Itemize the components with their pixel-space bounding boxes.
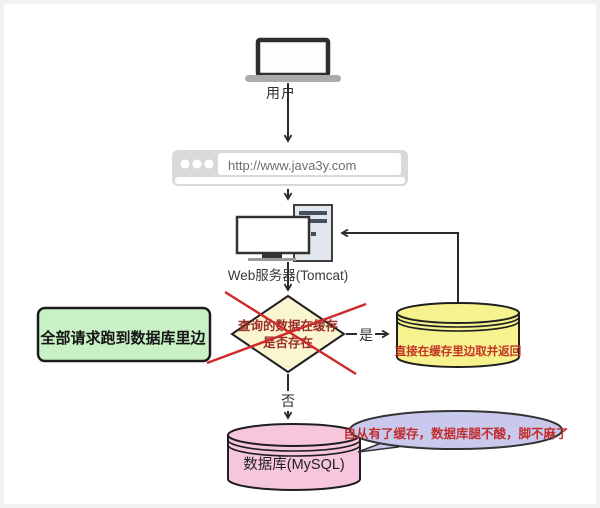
database-label: 数据库(MySQL): [243, 457, 345, 473]
no-branch-label: 否: [279, 391, 297, 411]
database-cylinder: [227, 423, 361, 491]
server-label: Web服务器(Tomcat): [227, 268, 349, 283]
speech-bubble: [349, 410, 563, 453]
cache-cylinder: [396, 302, 520, 368]
user-laptop-icon: [245, 37, 341, 82]
server-icon: [235, 204, 333, 262]
decision-text-line2: 是否存在: [262, 335, 314, 350]
decision-text: 查询的数据在缓存 是否存在: [238, 318, 338, 352]
yes-branch-label: 是: [357, 325, 375, 345]
decision-text-line1: 查询的数据在缓存: [237, 319, 339, 333]
browser-page-strip: [175, 177, 405, 184]
window-dots-icon: [180, 159, 214, 169]
note-label: 全部请求跑到数据库里边: [40, 330, 206, 347]
user-label: 用户: [266, 85, 296, 101]
arrow-cache-return-to-server: [342, 233, 459, 302]
cache-label: 直接在缓存里边取并返回: [394, 346, 522, 358]
browser-url: http://www.java3y.com: [228, 158, 357, 173]
address-bar: [218, 153, 401, 175]
browser-bar: [172, 150, 408, 186]
bubble-label: 自从有了缓存，数据库腿不酸，脚不麻了: [343, 427, 569, 441]
